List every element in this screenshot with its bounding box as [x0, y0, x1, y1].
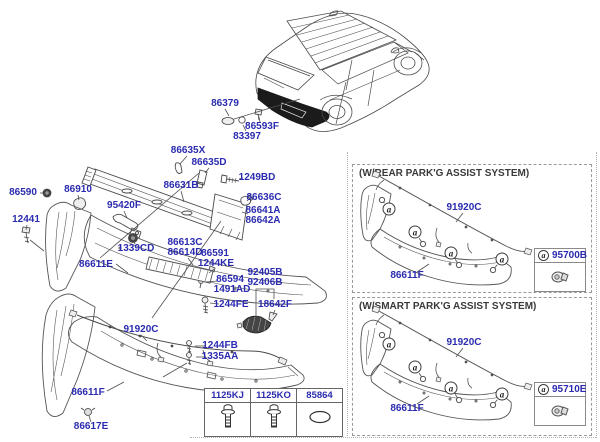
page-right-edge: [596, 152, 597, 438]
section-divider: [347, 152, 348, 438]
part-number-label[interactable]: 86611F: [71, 387, 105, 398]
fastener-table-icon-row: [204, 402, 343, 437]
part-number-label[interactable]: 92406B: [247, 277, 283, 288]
part-number-label[interactable]: 86635X: [170, 145, 206, 156]
parking-sensor-icon: [535, 263, 585, 291]
inset-header: a 95700B: [535, 249, 588, 263]
part-number-label[interactable]: 95710E: [552, 384, 587, 395]
part-number-label[interactable]: 86611E: [79, 259, 113, 270]
part-number-label[interactable]: 1339CD: [117, 243, 155, 254]
part-number-label[interactable]: 91920C: [123, 324, 159, 335]
callout-marker: a: [408, 360, 422, 374]
part-number-label[interactable]: 1244FE: [213, 299, 249, 310]
part-number-label[interactable]: 86910: [64, 184, 92, 195]
part-number-label[interactable]: 95420F: [107, 200, 141, 211]
part-number-label[interactable]: 1491AD: [213, 284, 251, 295]
fastener-table: 1125KJ 1125KO 85864: [204, 388, 343, 437]
part-number-label[interactable]: 18642F: [258, 299, 292, 310]
bolt-icon: [250, 402, 297, 437]
callout-marker: a: [382, 337, 396, 351]
part-number-label[interactable]: 12441: [12, 214, 40, 225]
callout-marker: a: [538, 384, 549, 395]
callout-marker: a: [444, 246, 458, 260]
part-number-label[interactable]: 86636C: [246, 192, 282, 203]
part-number-label[interactable]: 86379: [211, 98, 239, 109]
sensor-inset-smart: a 95710E: [534, 382, 586, 426]
oval-seal-icon: [296, 402, 343, 437]
part-number-label[interactable]: 86642A: [245, 215, 281, 226]
part-number-label[interactable]: 1244KE: [197, 258, 235, 269]
part-number-label[interactable]: 91920C: [446, 337, 482, 348]
callout-marker: a: [444, 381, 458, 395]
part-number-label[interactable]: 1335AA: [201, 351, 239, 362]
part-number-label[interactable]: 86611F: [390, 270, 424, 281]
part-number-label[interactable]: 95700B: [552, 250, 588, 261]
part-number-label[interactable]: 86611F: [390, 403, 424, 414]
parking-sensor-icon: [535, 397, 585, 425]
part-number-label[interactable]: 1249BD: [238, 172, 276, 183]
part-number-label[interactable]: 86617E: [73, 421, 109, 432]
callout-marker: a: [495, 252, 509, 266]
part-number-label[interactable]: 91920C: [446, 202, 482, 213]
bolt-icon: [204, 402, 251, 437]
callout-marker: a: [382, 202, 396, 216]
part-number-label[interactable]: 86590: [9, 187, 37, 198]
part-number-label[interactable]: 86635D: [191, 157, 227, 168]
callout-marker: a: [538, 250, 549, 261]
inset-header: a 95710E: [535, 383, 587, 397]
part-number-label[interactable]: 86641A: [245, 205, 281, 216]
part-number-label[interactable]: 86614D: [167, 247, 203, 258]
page-bottom-edge: [190, 437, 596, 438]
sensor-inset-rear: a 95700B: [534, 248, 588, 292]
part-number-label[interactable]: 83397: [233, 131, 261, 142]
callout-marker: a: [495, 387, 509, 401]
callout-marker: a: [408, 225, 422, 239]
part-number-label[interactable]: 1244FB: [202, 340, 238, 351]
part-number-label[interactable]: 86631B: [163, 180, 199, 191]
